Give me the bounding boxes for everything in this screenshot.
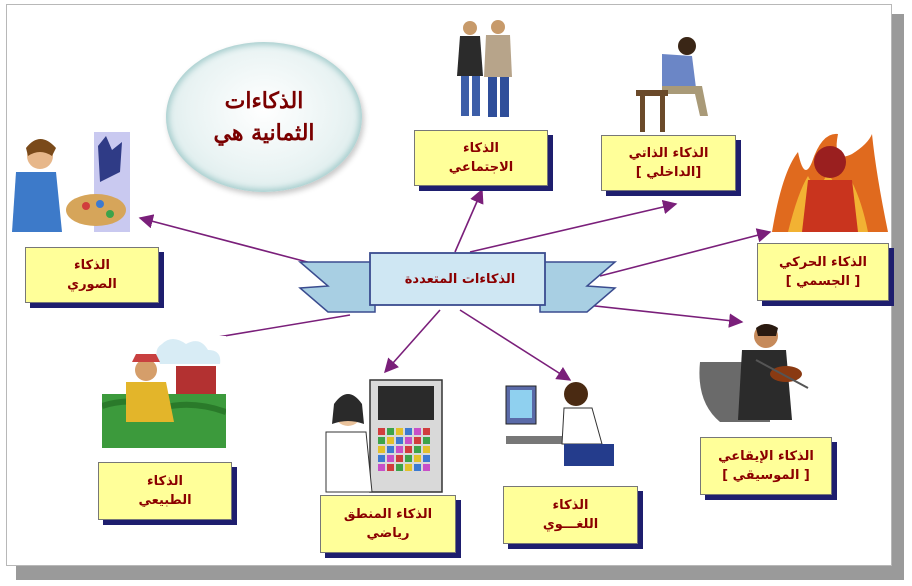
node-visual-line2: الصوري (67, 277, 117, 292)
keypad-cell (396, 464, 403, 471)
node-intrapersonal-line1: الذكاء الذاتي (628, 146, 709, 161)
title-line2: الثمانية هي (213, 120, 315, 146)
keypad-cell (387, 428, 394, 435)
gardener-illustration (102, 336, 226, 448)
arrow-visual (138, 214, 331, 269)
node-linguistic: الذكاء اللغـــوي (503, 486, 638, 544)
keypad-cell (414, 464, 421, 471)
keypad-cell (414, 455, 421, 462)
keypad-cell (423, 464, 430, 471)
arrow-logical (384, 309, 441, 374)
node-kinesthetic-line2: [ الجسمي ] (785, 274, 861, 289)
node-naturalist-line2: الطبيعي (138, 493, 192, 508)
firefighter-illustration (772, 133, 888, 232)
node-intrapersonal: الذكاء الذاتي [الداخلي ] (601, 135, 736, 191)
keypad-cell (387, 446, 394, 453)
keypad-cell (378, 437, 385, 444)
keypad-cell (405, 428, 412, 435)
keypad-cell (414, 446, 421, 453)
keypad-cell (414, 437, 421, 444)
node-visual: الذكاء الصوري (25, 247, 159, 303)
keypad-cell (378, 455, 385, 462)
arrow-intrapersonal (469, 199, 678, 253)
title-line1: الذكاءات (224, 88, 304, 114)
reader-illustration (505, 382, 614, 466)
node-social-line1: الذكاء (463, 141, 499, 156)
node-musical-line1: الذكاء الإيقاعي (718, 449, 814, 464)
node-kinesthetic: الذكاء الحركي [ الجسمي ] (757, 243, 889, 301)
node-social: الذكاء الاجتماعي (414, 130, 548, 186)
node-naturalist-line1: الذكاء (147, 474, 183, 489)
keypad-cell (405, 464, 412, 471)
keypad-cell (405, 437, 412, 444)
keypad-cell (396, 446, 403, 453)
keypad-cell (378, 446, 385, 453)
keypad-cell (387, 464, 394, 471)
node-logical-line2: رياضي (366, 526, 410, 541)
node-logical-line1: الذكاء المنطق (343, 507, 433, 522)
keypad-cell (378, 428, 385, 435)
keypad-cell (396, 455, 403, 462)
keypad-cell (396, 437, 403, 444)
keypad-cell (414, 428, 421, 435)
keypad-cell (387, 437, 394, 444)
violinist-illustration (699, 324, 809, 422)
node-visual-line1: الذكاء (74, 258, 110, 273)
node-musical-line2: [ الموسيقي ] (722, 468, 810, 483)
node-naturalist: الذكاء الطبيعي (98, 462, 232, 520)
keypad-cell (396, 428, 403, 435)
node-logical: الذكاء المنطق رياضي (320, 495, 456, 553)
node-linguistic-line1: الذكاء (552, 498, 589, 513)
programmer-illustration (325, 379, 443, 493)
arrow-linguistic (459, 309, 572, 381)
painter-illustration (12, 132, 130, 232)
couple-illustration (457, 20, 512, 117)
keypad-cell (405, 446, 412, 453)
node-musical: الذكاء الإيقاعي [ الموسيقي ] (700, 437, 832, 495)
thinker-illustration (636, 37, 708, 132)
node-linguistic-line2: اللغـــوي (542, 517, 599, 532)
keypad-cell (387, 455, 394, 462)
keypad-cell (378, 464, 385, 471)
center-label: الذكاءات المتعددة (404, 271, 516, 287)
arrow-social (454, 188, 484, 253)
node-social-line2: الاجتماعي (448, 160, 514, 175)
title-bubble: الذكاءات الثمانية هي (166, 42, 362, 192)
keypad-cell (423, 437, 430, 444)
node-kinesthetic-line1: الذكاء الحركي (779, 255, 867, 270)
keypad-cell (423, 446, 430, 453)
keypad-cell (423, 428, 430, 435)
keypad-cell (405, 455, 412, 462)
keypad-cell (423, 455, 430, 462)
center-ribbon (297, 252, 618, 313)
node-intrapersonal-line2: [الداخلي ] (635, 165, 702, 180)
arrow-kinesthetic (599, 228, 772, 277)
